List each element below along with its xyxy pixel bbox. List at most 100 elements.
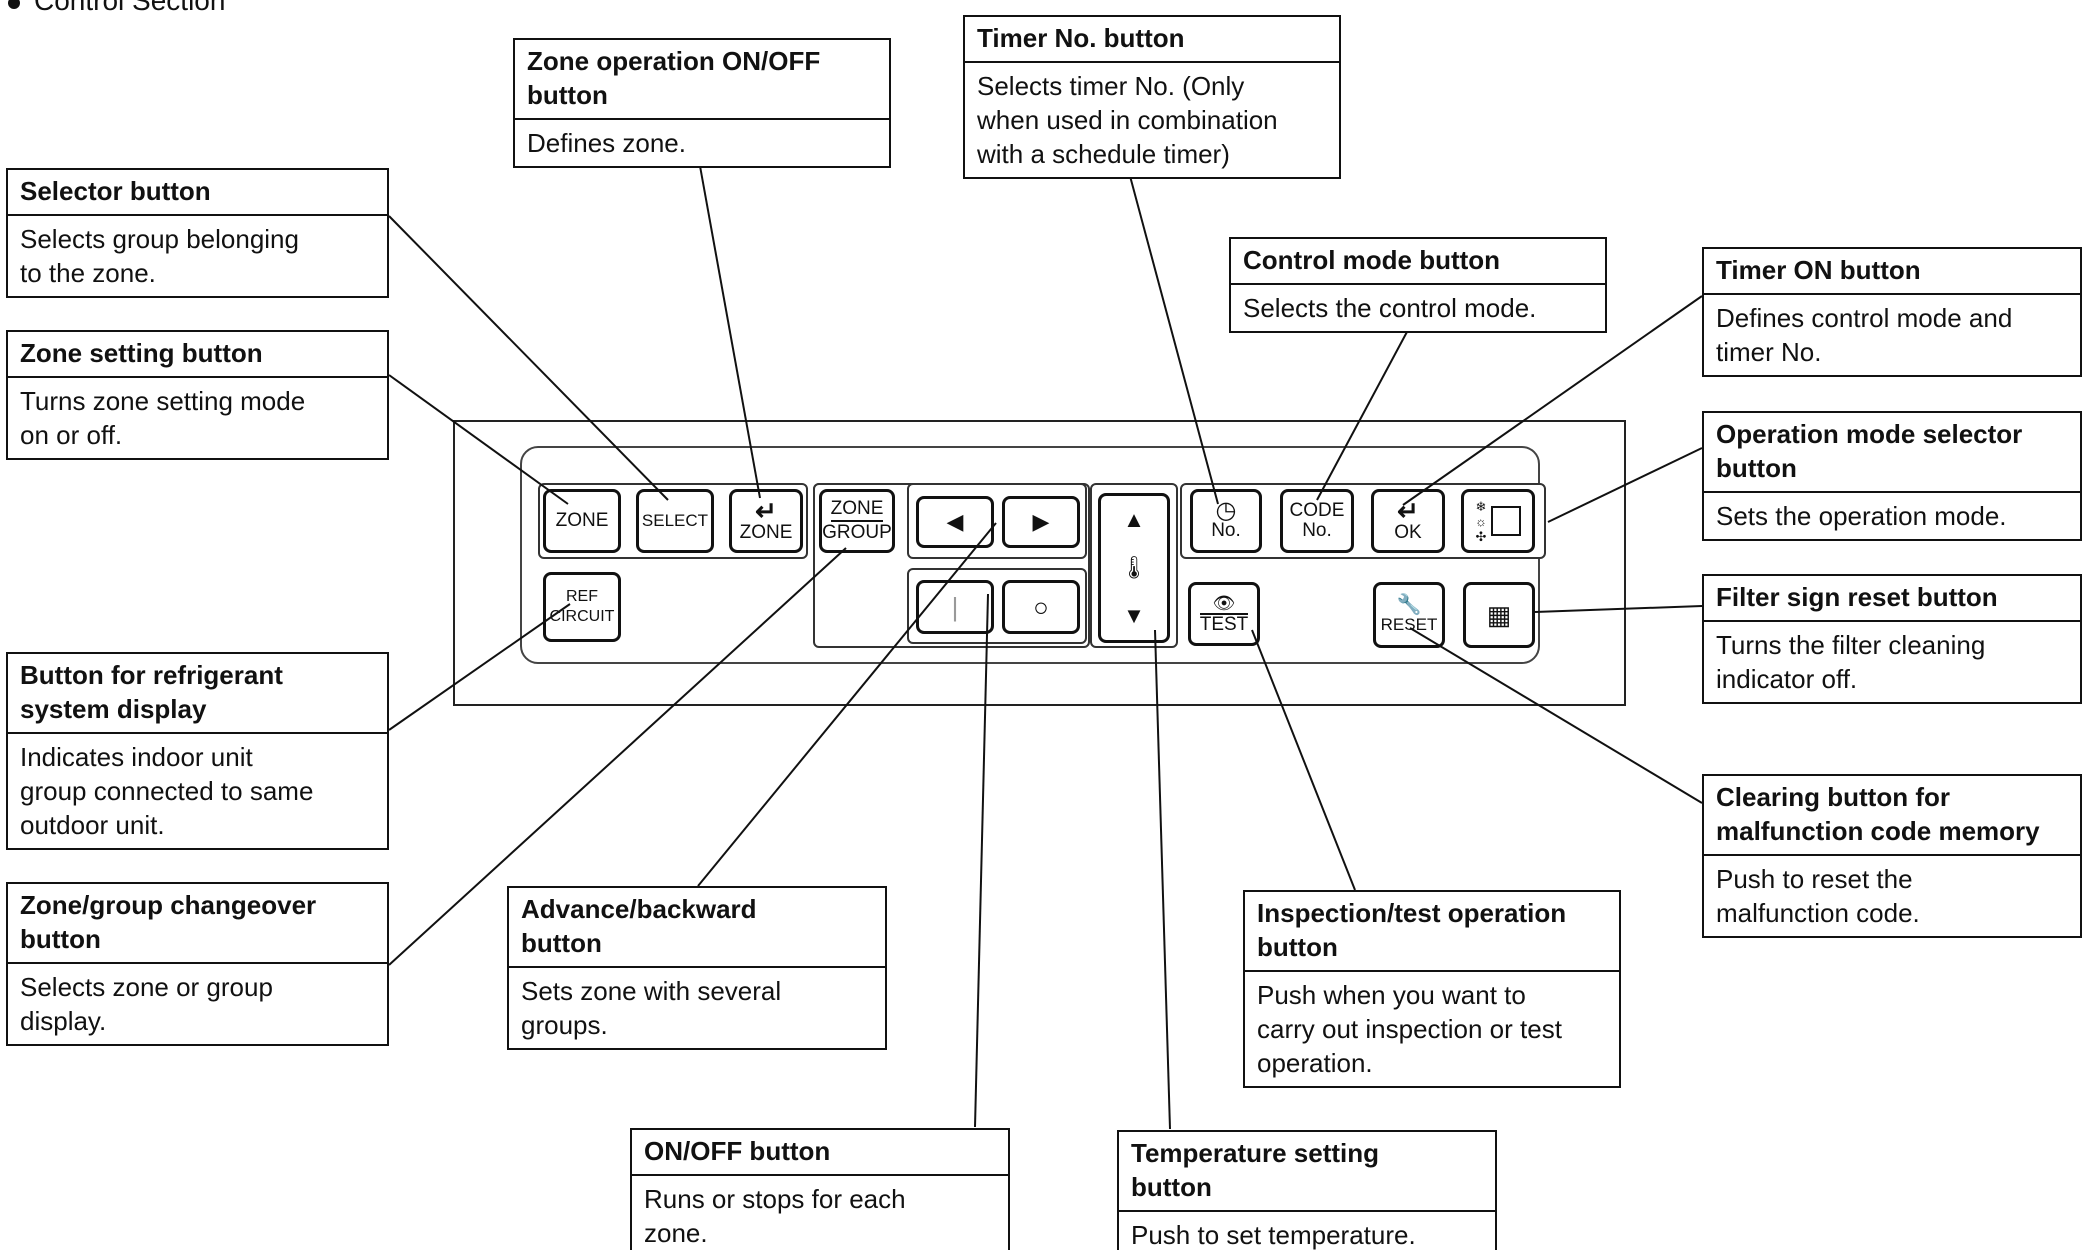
callout-description: Runs or stops for each zone. — [644, 1184, 906, 1248]
enter-icon: ↵ — [755, 496, 777, 526]
callout-zone-setting: Zone setting button Turns zone setting m… — [6, 330, 389, 460]
leader-inspection — [1251, 629, 1356, 891]
fan-icon: ✣ — [1475, 528, 1487, 544]
zone-group-top-label: ZONE — [830, 499, 884, 522]
clearing-reset-button[interactable]: 🔧 RESET — [1373, 582, 1445, 648]
filter-icon: ▦ — [1486, 600, 1512, 630]
mode-icons: ❄ ☼ ✣ — [1475, 499, 1487, 544]
callout-description: Selects the control mode. — [1243, 293, 1537, 323]
leader-zone-group — [388, 547, 847, 966]
cool-icon: ❄ — [1475, 498, 1487, 514]
callout-inspection: Inspection/test operation button Push wh… — [1243, 890, 1621, 1088]
callout-title: Timer No. button — [965, 17, 1339, 63]
down-arrow-icon[interactable]: ▼ — [1123, 602, 1145, 628]
callout-title: Zone/group changeover button — [8, 884, 387, 964]
callout-timer-no: Timer No. button Selects timer No. (Only… — [963, 15, 1341, 179]
selector-label: SELECT — [641, 511, 709, 530]
selector-button[interactable]: SELECT — [636, 489, 714, 553]
code-bottom-label: No. — [1302, 520, 1332, 541]
zone-onoff-button[interactable]: ↵ ZONE — [729, 489, 803, 553]
right-arrow-icon: ▶ — [1032, 509, 1050, 534]
reset-label: RESET — [1380, 615, 1438, 634]
callout-title: Temperature setting button — [1119, 1132, 1495, 1212]
code-top-label: CODE — [1289, 500, 1345, 521]
callout-temperature: Temperature setting button Push to set t… — [1117, 1130, 1497, 1250]
clock-icon: ◷ — [1215, 497, 1237, 524]
enter-icon: ↵ — [1397, 496, 1419, 526]
refrigerant-system-display-button[interactable]: REF CIRCUIT — [543, 572, 621, 642]
zone-group-bottom-label: GROUP — [822, 522, 892, 543]
operation-mode-selector-button[interactable]: ❄ ☼ ✣ — [1461, 489, 1535, 553]
test-label: TEST — [1199, 613, 1249, 635]
leader-control-mode — [1316, 329, 1409, 501]
callout-control-mode: Control mode button Selects the control … — [1229, 237, 1607, 333]
callout-title: ON/OFF button — [632, 1130, 1008, 1176]
backward-button[interactable]: ◀ — [916, 496, 994, 548]
eye-icon: 👁 — [1212, 593, 1236, 613]
leader-op-mode — [1547, 447, 1703, 523]
callout-description: Selects zone or group display. — [20, 972, 273, 1036]
zone-onoff-label: ZONE — [739, 522, 793, 543]
off-button[interactable]: ○ — [1002, 580, 1080, 634]
leader-refrigerant — [388, 603, 571, 731]
callout-filter-reset: Filter sign reset button Turns the filte… — [1702, 574, 2082, 704]
callout-title: Control mode button — [1231, 239, 1605, 285]
callout-description: Sets zone with several groups. — [521, 976, 782, 1040]
callout-description: Indicates indoor unit group connected to… — [20, 742, 314, 840]
leader-timer-on — [1402, 295, 1703, 506]
ok-label: OK — [1394, 522, 1422, 543]
advance-button[interactable]: ▶ — [1002, 496, 1080, 548]
leader-onoff — [974, 593, 989, 1128]
section-title: Control Section — [8, 0, 225, 18]
callout-op-mode: Operation mode selector button Sets the … — [1702, 411, 2082, 541]
callout-description: Defines zone. — [527, 128, 686, 158]
filter-sign-reset-button[interactable]: ▦ — [1463, 582, 1535, 648]
callout-title: Operation mode selector button — [1704, 413, 2080, 493]
thermometer-icon: 🌡 — [1120, 554, 1148, 580]
callout-title: Selector button — [8, 170, 387, 216]
dry-mode-icon — [1490, 506, 1521, 536]
callout-title: Clearing button for malfunction code mem… — [1704, 776, 2080, 856]
on-button[interactable]: | — [916, 580, 994, 634]
callout-zone-onoff: Zone operation ON/OFF button Defines zon… — [513, 38, 891, 168]
callout-advance: Advance/backward button Sets zone with s… — [507, 886, 887, 1050]
callout-title: Button for refrigerant system display — [8, 654, 387, 734]
inspection-test-button[interactable]: 👁 TEST — [1188, 582, 1260, 646]
callout-description: Sets the operation mode. — [1716, 501, 2007, 531]
bullet-icon — [8, 0, 20, 9]
callout-description: Selects timer No. (Only when used in com… — [977, 71, 1278, 169]
zone-group-changeover-button[interactable]: ZONE GROUP — [819, 489, 895, 553]
on-icon: | — [951, 592, 959, 622]
leader-timer-no — [1129, 175, 1219, 505]
left-arrow-icon: ◀ — [946, 509, 964, 534]
ref-label: REF — [566, 588, 598, 605]
circuit-label: CIRCUIT — [549, 608, 615, 625]
callout-onoff: ON/OFF button Runs or stops for each zon… — [630, 1128, 1010, 1250]
zone-setting-label: ZONE — [555, 510, 609, 531]
callout-description: Selects group belonging to the zone. — [20, 224, 299, 288]
leader-zone-setting — [388, 374, 569, 505]
leader-temperature — [1154, 629, 1171, 1130]
callout-title: Advance/backward button — [509, 888, 885, 968]
callout-title: Inspection/test operation button — [1245, 892, 1619, 972]
callout-description: Push to set temperature. — [1131, 1220, 1416, 1250]
callout-refrigerant: Button for refrigerant system display In… — [6, 652, 389, 850]
up-arrow-icon[interactable]: ▲ — [1123, 507, 1145, 533]
timer-no-button[interactable]: ◷ No. — [1190, 489, 1262, 553]
callout-description: Turns zone setting mode on or off. — [20, 386, 306, 450]
wrench-icon: 🔧 — [1396, 594, 1422, 616]
callout-description: Turns the filter cleaning indicator off. — [1716, 630, 1986, 694]
callout-title: Timer ON button — [1704, 249, 2080, 295]
callout-title: Zone setting button — [8, 332, 387, 378]
timer-on-button[interactable]: ↵ OK — [1371, 489, 1445, 553]
callout-title: Filter sign reset button — [1704, 576, 2080, 622]
callout-description: Push to reset the malfunction code. — [1716, 864, 1920, 928]
callout-selector: Selector button Selects group belonging … — [6, 168, 389, 298]
temperature-setting-button[interactable]: ▲ 🌡 ▼ — [1098, 493, 1170, 643]
callout-timer-on: Timer ON button Defines control mode and… — [1702, 247, 2082, 377]
zone-setting-button[interactable]: ZONE — [543, 489, 621, 553]
callout-description: Push when you want to carry out inspecti… — [1257, 980, 1562, 1078]
leader-clearing — [1409, 627, 1703, 804]
callout-description: Defines control mode and timer No. — [1716, 303, 2013, 367]
